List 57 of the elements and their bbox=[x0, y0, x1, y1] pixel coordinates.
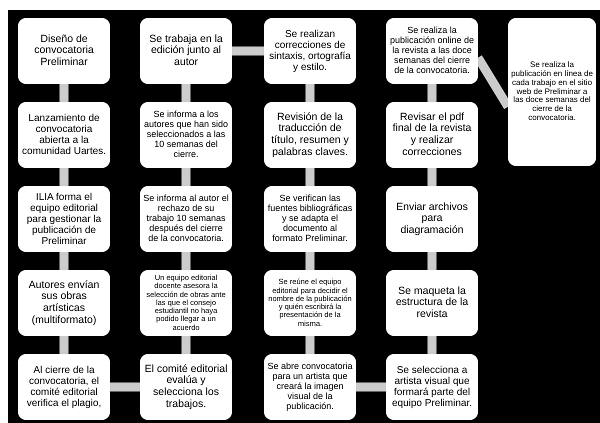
process-box bbox=[386, 186, 478, 252]
process-box bbox=[18, 270, 110, 336]
process-box bbox=[264, 354, 356, 420]
step-text: Revisión de la traducción de título, resumen y palabras claves. bbox=[270, 112, 350, 158]
connector-bar bbox=[182, 252, 190, 270]
connector-bar bbox=[306, 84, 314, 102]
connector-bar bbox=[306, 336, 314, 354]
process-box bbox=[18, 102, 110, 168]
step-text: Autores envían sus obras artísticas (multiformato) bbox=[28, 280, 100, 326]
connector-bar bbox=[60, 336, 68, 354]
connector-bar bbox=[306, 252, 314, 270]
connector-bar bbox=[428, 84, 436, 102]
connector-bar bbox=[182, 168, 190, 186]
step-text: Se informa a los autores que han sido seleccionados a las 10 semanas del cierre. bbox=[143, 110, 229, 160]
connector-bar bbox=[306, 168, 314, 186]
connector-bar bbox=[428, 336, 436, 354]
connector-bar bbox=[60, 84, 68, 102]
connector-bar bbox=[182, 84, 190, 102]
step-text: Se realiza la publicación online de la revista a las doce semanas del cierre de la convocatoria. bbox=[389, 26, 475, 76]
process-box bbox=[140, 18, 232, 84]
connector-bar bbox=[182, 336, 190, 354]
connector-bar bbox=[60, 252, 68, 270]
process-box bbox=[386, 18, 478, 84]
step-text: Se realizan correcciones de sintaxis, ortografía y estilo. bbox=[268, 29, 352, 73]
connector-bar bbox=[110, 382, 140, 392]
step-text: ILIA forma el equipo editorial para gestionar la publicación de Preliminar bbox=[26, 192, 102, 246]
step-text: Se maqueta la estructura de la revista bbox=[394, 286, 470, 320]
step-text: Se verifican las fuentes bibliográficas y se adapta el documento al formato Preliminar. bbox=[267, 194, 353, 244]
process-box bbox=[140, 102, 232, 168]
process-box bbox=[140, 354, 232, 420]
process-box bbox=[386, 102, 478, 168]
process-box bbox=[264, 18, 356, 84]
process-box bbox=[18, 186, 110, 252]
step-text: Se abre convocatoria para un artista que creará la imagen visual de la publicación. bbox=[267, 362, 353, 412]
process-box bbox=[18, 354, 110, 420]
process-box bbox=[386, 354, 478, 420]
connector-bar bbox=[60, 168, 68, 186]
process-box bbox=[264, 270, 356, 336]
step-text: Se selecciona a artista visual que formará parte del equipo Preliminar. bbox=[390, 365, 474, 409]
process-box bbox=[18, 18, 110, 84]
connector-bar bbox=[428, 252, 436, 270]
process-box bbox=[508, 18, 596, 166]
step-text: Revisar el pdf final de la revista y realizar correcciones bbox=[392, 112, 472, 158]
step-text: Diseño de convocatoria Preliminar bbox=[33, 34, 95, 68]
step-text: Se informa al autor el rechazo de su trabajo 10 semanas después del cierre de la convocatoria. bbox=[143, 194, 229, 244]
process-box bbox=[264, 186, 356, 252]
step-text: Se realiza la publicación en línea de cada trabajo en el sitio web de Preliminar a las doce semanas del cierre de la convocatoria. bbox=[511, 61, 593, 123]
connector-bar bbox=[356, 382, 386, 392]
step-text: Enviar archivos para diagramación bbox=[395, 202, 469, 236]
step-text: Se trabaja en la edición junto al autor bbox=[148, 34, 224, 68]
step-text: Lanzamiento de convocatoria abierta a la comunidad Uartes. bbox=[21, 113, 107, 157]
step-text: Al cierre de la convocatoria, el comité editorial verifica el plagio, bbox=[26, 365, 102, 409]
step-text: El comité editorial evalúa y selecciona los trabajos. bbox=[144, 364, 228, 410]
connector-bar bbox=[232, 46, 264, 56]
process-box bbox=[140, 186, 232, 252]
process-box bbox=[386, 270, 478, 336]
process-box bbox=[264, 102, 356, 168]
